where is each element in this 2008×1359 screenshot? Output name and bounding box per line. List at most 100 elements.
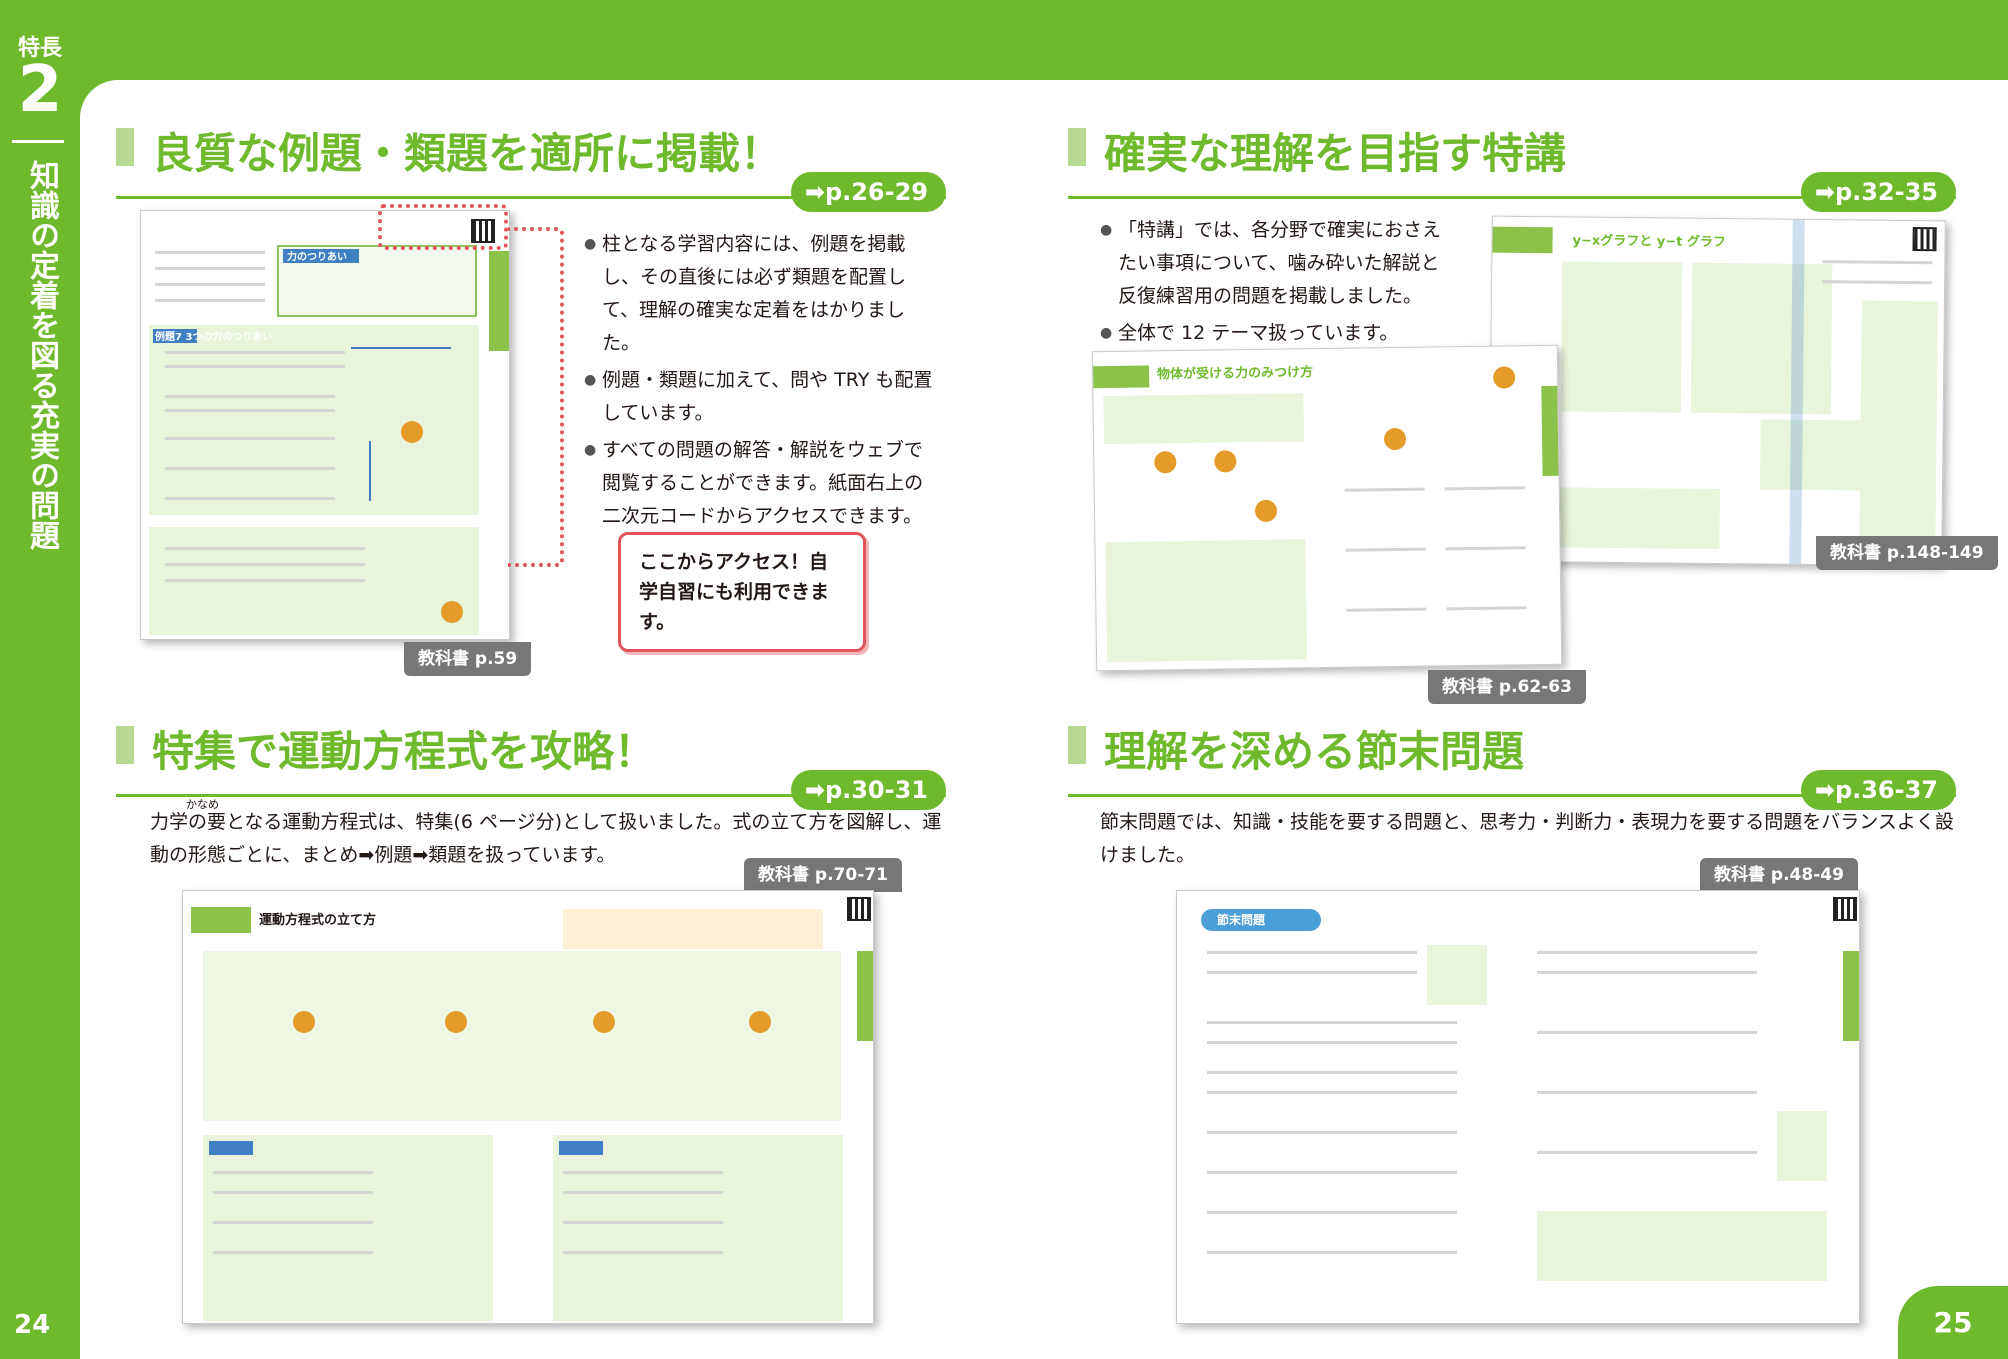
section-bar bbox=[1068, 726, 1086, 764]
graph-panel bbox=[1859, 300, 1938, 542]
page-number-right: 25 bbox=[1898, 1286, 2008, 1359]
text-line bbox=[1446, 606, 1527, 611]
example-block bbox=[203, 1135, 493, 1321]
left-band: 特長 2 知識の定着を図る充実の問題 24 bbox=[0, 0, 80, 1359]
section-title: 良質な例題・類題を適所に掲載！ bbox=[152, 129, 783, 178]
table-block bbox=[1103, 393, 1305, 445]
page-ref-pill[interactable]: ➡p.30-31 bbox=[790, 770, 946, 810]
feature-number: 2 bbox=[17, 53, 63, 127]
box-label: 力のつりあい bbox=[287, 252, 347, 263]
text-line bbox=[213, 1191, 373, 1194]
text-line bbox=[1537, 1151, 1757, 1154]
qr-highlight bbox=[378, 204, 508, 250]
example-badge bbox=[153, 329, 197, 343]
diagram-ball bbox=[401, 421, 423, 443]
text-line bbox=[155, 267, 265, 270]
text-line bbox=[155, 251, 265, 254]
flow-block bbox=[203, 951, 841, 1121]
text-line bbox=[1207, 1211, 1457, 1214]
text-line bbox=[563, 1251, 723, 1254]
section-tokko: 確実な理解を目指す特講 ➡p.32-35 bbox=[1068, 120, 1956, 212]
diagram-ball bbox=[1254, 499, 1278, 523]
bullet-item: 「特講」では、各分野で確実におさえたい事項について、噛み砕いた解説と反復練習用の… bbox=[1100, 214, 1450, 313]
qr-callout: ここからアクセス！自学自習にも利用できます。 bbox=[618, 532, 866, 652]
text-line bbox=[563, 1221, 723, 1224]
text-line bbox=[1207, 1041, 1457, 1044]
text-line bbox=[165, 351, 345, 354]
text-line bbox=[1537, 951, 1757, 954]
section-title: 特集で運動方程式を攻略！ bbox=[152, 727, 657, 776]
section-bar bbox=[1068, 128, 1086, 166]
diagram-ball bbox=[749, 1011, 771, 1033]
chapter-tab bbox=[1541, 385, 1561, 476]
text-line bbox=[1537, 971, 1757, 974]
text-line bbox=[563, 1171, 723, 1174]
thumb-heading: 物体が受ける力のみつけ方 bbox=[1157, 365, 1314, 383]
text-line bbox=[165, 395, 335, 398]
text-line bbox=[1445, 546, 1526, 551]
section-rule bbox=[116, 196, 946, 199]
page-tag-p62: 教科書 p.62-63 bbox=[1428, 670, 1586, 704]
box-label-bar bbox=[283, 249, 359, 263]
text-line bbox=[1344, 487, 1425, 492]
page-tag-p148: 教科書 p.148-149 bbox=[1816, 536, 1998, 570]
page-tag-p59: 教科書 p.59 bbox=[404, 642, 532, 676]
text-line bbox=[165, 409, 335, 412]
text-line bbox=[563, 1191, 723, 1194]
bullet-item: すべての問題の解答・解説をウェブで閲覧することができます。紙面右上の二次元コード… bbox=[584, 434, 940, 533]
section-examples: 良質な例題・類題を適所に掲載！ ➡p.26-29 bbox=[116, 120, 946, 212]
chapter-tab bbox=[489, 251, 509, 351]
diagram-ball bbox=[445, 1011, 467, 1033]
qr-code-icon bbox=[847, 897, 871, 921]
text-line bbox=[1207, 1131, 1457, 1134]
connector-line bbox=[508, 227, 564, 567]
section4-text: 節末問題では、知識・技能を要する問題と、思考力・判断力・表現力を要する問題をバラ… bbox=[1100, 811, 1954, 866]
table-block bbox=[1105, 539, 1308, 663]
graph-row bbox=[1537, 1211, 1827, 1281]
page-ref-pill[interactable]: ➡p.26-29 bbox=[790, 172, 946, 212]
chapter-tab bbox=[1843, 951, 1859, 1041]
text-line bbox=[165, 563, 365, 566]
graph-panel bbox=[1560, 261, 1683, 413]
section-rule bbox=[1068, 196, 1956, 199]
balloon-diagram bbox=[1777, 1111, 1827, 1181]
thumb-heading: 節末問題 bbox=[1217, 913, 1266, 927]
page-ref-pill[interactable]: ➡p.32-35 bbox=[1800, 172, 1956, 212]
text-line bbox=[165, 365, 345, 368]
tokko-label-bar bbox=[1092, 365, 1150, 389]
bullet-item: 柱となる学習内容には、例題を掲載し、その直後には必ず類題を配置して、理解の確実な… bbox=[584, 228, 940, 360]
text-line bbox=[1207, 971, 1417, 974]
note-block bbox=[563, 909, 823, 949]
text-line bbox=[1822, 280, 1933, 285]
text-line bbox=[1537, 1031, 1757, 1034]
text-line bbox=[1207, 1091, 1457, 1094]
bullet-item: 全体で 12 テーマ扱っています。 bbox=[1100, 317, 1450, 350]
text-line bbox=[165, 497, 335, 500]
section2-bullets: 「特講」では、各分野で確実におさえたい事項について、噛み砕いた解説と反復練習用の… bbox=[1100, 214, 1450, 354]
text-line bbox=[1822, 260, 1933, 265]
textbook-thumb-p62: 物体が受ける力のみつけ方 bbox=[1091, 344, 1563, 672]
example-block bbox=[149, 325, 479, 515]
diagram-ball bbox=[441, 601, 463, 623]
text-line bbox=[165, 547, 365, 550]
text-line bbox=[213, 1221, 373, 1224]
textbook-thumb-p48: 節末問題 bbox=[1176, 890, 1860, 1324]
diagram-line bbox=[369, 441, 371, 501]
section-end-problems: 理解を深める節末問題 ➡p.36-37 bbox=[1068, 718, 1956, 810]
text-line bbox=[1346, 607, 1427, 612]
diagram-ball bbox=[1214, 450, 1237, 473]
text-line bbox=[165, 437, 335, 440]
text-line bbox=[1537, 1091, 1757, 1094]
text-line bbox=[1207, 1171, 1457, 1174]
thumb-heading: y−xグラフと y−t グラフ bbox=[1572, 233, 1727, 251]
page-number-left: 24 bbox=[14, 1310, 51, 1340]
tokusyu-label-bar bbox=[191, 907, 251, 933]
diagram-ball bbox=[1383, 427, 1407, 451]
band-divider bbox=[12, 140, 64, 143]
diagram-ball bbox=[593, 1011, 615, 1033]
section-eom: 特集で運動方程式を攻略！ ➡p.30-31 bbox=[116, 718, 946, 810]
page-ref-pill[interactable]: ➡p.36-37 bbox=[1800, 770, 1956, 810]
textbook-thumb-p70: 運動方程式の立て方 bbox=[182, 890, 874, 1324]
section-rule bbox=[116, 794, 946, 797]
diagram-ball bbox=[293, 1011, 315, 1033]
